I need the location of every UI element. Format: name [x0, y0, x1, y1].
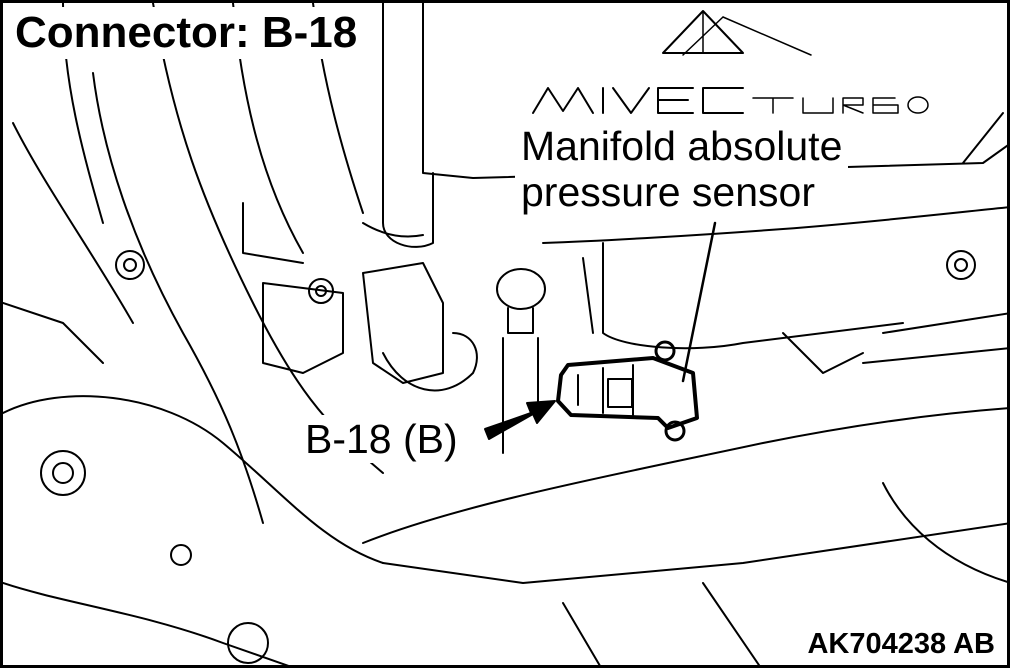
map-sensor-connector [556, 340, 699, 442]
sensor-callout-line1: Manifold absolute [521, 123, 843, 169]
engine-bay-illustration [3, 3, 1007, 665]
mivec-logo [532, 10, 929, 114]
connector-arrow [484, 400, 556, 440]
sensor-callout: Manifold absolute pressure sensor [515, 121, 849, 217]
page-title: Connector: B-18 [13, 7, 364, 59]
vertical-pipe [496, 268, 546, 454]
bolts [40, 250, 976, 664]
sensor-leader-line [681, 221, 717, 383]
chassis-members [3, 302, 1007, 665]
throttle-area [242, 202, 478, 392]
engine-cover [422, 3, 1007, 350]
connector-callout: B-18 (B) [299, 415, 464, 463]
figure-id: AK704238 AB [803, 627, 999, 661]
sensor-callout-line2: pressure sensor [521, 169, 815, 215]
